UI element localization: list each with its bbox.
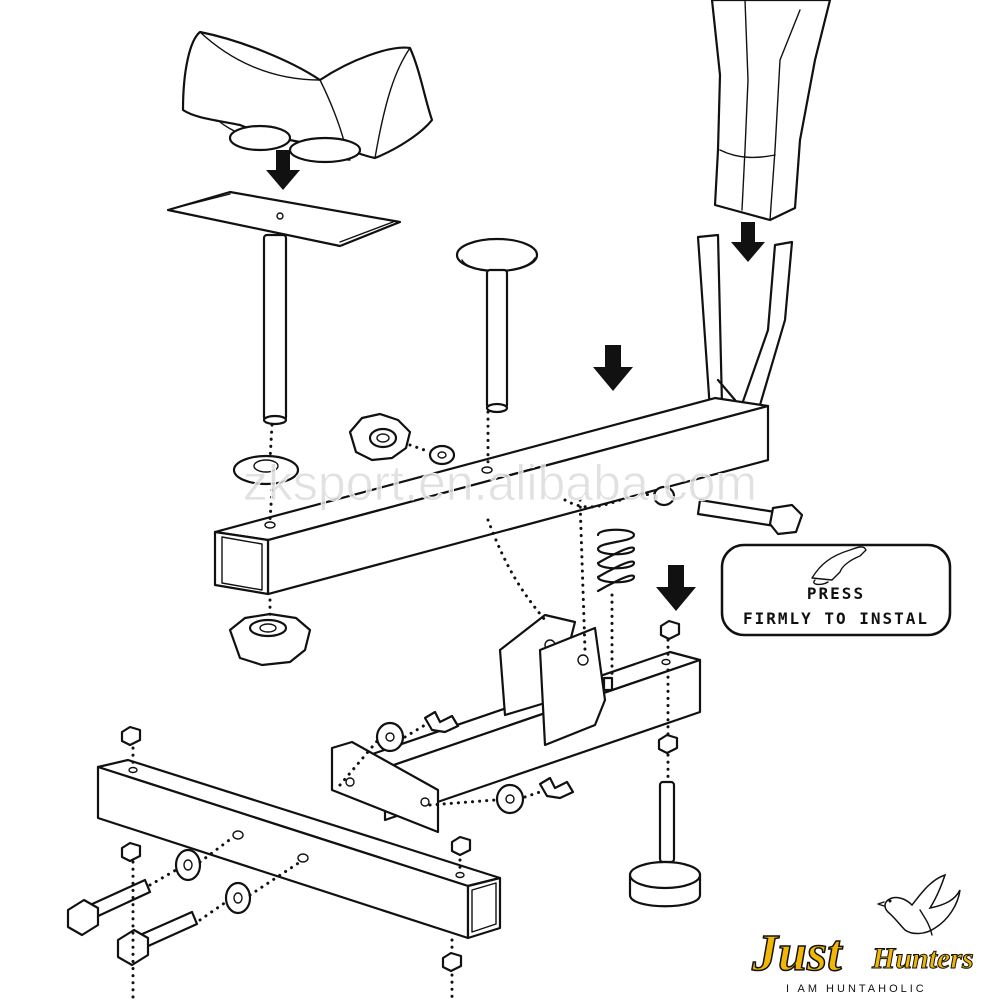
down-arrow-icon [731, 222, 765, 262]
washer-icon [428, 444, 456, 466]
upper-crossbar [213, 396, 770, 596]
rear-rest-bag [710, 0, 832, 222]
washer-icon [174, 848, 202, 882]
t-handle-knob [455, 237, 539, 414]
nut-icon [120, 841, 142, 863]
watermark-text: zksport.en.alibaba.com [243, 455, 757, 511]
rest-post [262, 233, 288, 426]
leveling-foot [628, 780, 702, 908]
bolt-icon [66, 878, 152, 937]
washer-icon [375, 721, 405, 753]
front-foot-bar [96, 758, 502, 940]
flying-duck-icon [877, 873, 961, 936]
brand-name-part2: Hunters [871, 942, 974, 975]
nut-icon [657, 733, 679, 755]
v-fork [696, 233, 794, 412]
assembly-guides [131, 410, 670, 1000]
press-callout: PRESS FIRMLY TO INSTAL [720, 543, 952, 637]
brand-name-part1: Just [751, 925, 843, 982]
knob-icon [232, 454, 300, 486]
bolt-icon [696, 498, 804, 536]
spring-icon [596, 528, 636, 593]
mount-plate-front [538, 626, 607, 747]
wing-nut-icon [423, 710, 460, 734]
washer-icon [652, 485, 676, 507]
press-text-line2: FIRMLY TO INSTAL [743, 609, 929, 628]
nut-icon [659, 619, 681, 641]
nut-icon [441, 951, 463, 973]
down-arrow-icon [593, 345, 633, 391]
wing-nut-icon [538, 776, 575, 800]
brand-logo: Just Hunters I AM HUNTAHOLIC [750, 873, 974, 995]
latch-pin [602, 676, 614, 692]
front-rest-bag [181, 30, 434, 164]
pressing-hand-icon [811, 546, 867, 586]
knob-icon [348, 412, 412, 462]
nut-icon [450, 835, 472, 857]
down-arrow-icon [266, 150, 300, 190]
washer-icon [495, 783, 525, 815]
press-text-line1: PRESS [807, 584, 865, 603]
nut-icon [120, 725, 142, 747]
rest-plate [166, 190, 402, 248]
brand-tagline: I AM HUNTAHOLIC [786, 983, 927, 995]
knob-icon [228, 612, 312, 667]
down-arrow-icon [656, 565, 696, 611]
bolt-icon [116, 910, 199, 967]
washer-icon [224, 881, 252, 915]
